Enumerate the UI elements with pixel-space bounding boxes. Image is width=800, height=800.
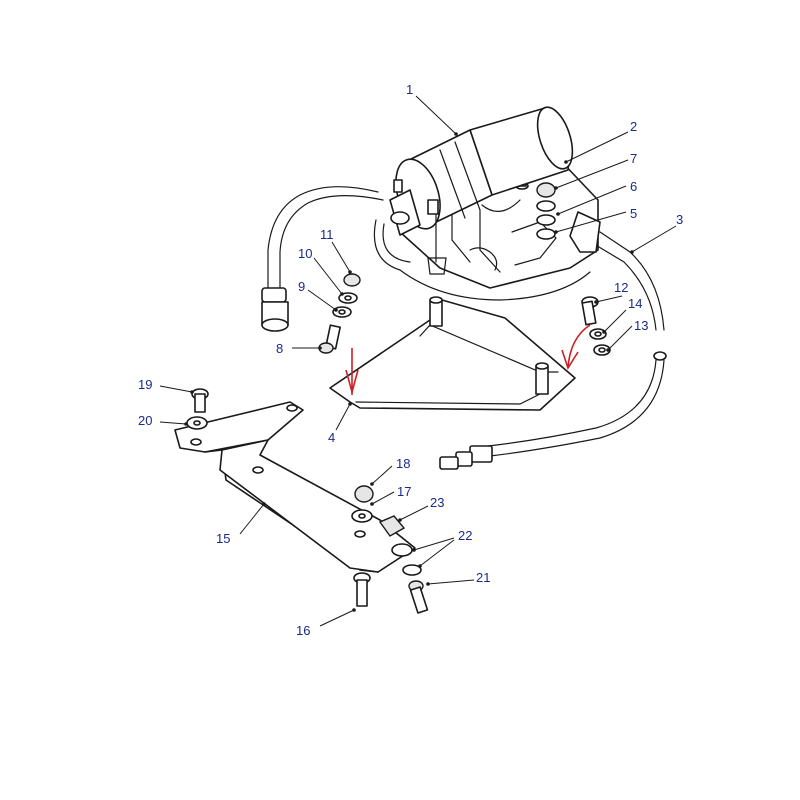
- callout-2: 2: [630, 119, 637, 134]
- callout-21: 21: [476, 570, 490, 585]
- harness-wiring: [261, 186, 591, 332]
- callout-18: 18: [396, 456, 410, 471]
- callout-3: 3: [676, 212, 683, 227]
- callout-7: 7: [630, 151, 637, 166]
- callout-11: 11: [320, 227, 334, 242]
- callout-1: 1: [406, 82, 413, 97]
- callout-12: 12: [614, 280, 628, 295]
- callout-22: 22: [458, 528, 472, 543]
- fasteners-lower-group: [186, 388, 429, 614]
- callout-16: 16: [296, 623, 310, 638]
- callout-4: 4: [328, 430, 335, 445]
- callout-23: 23: [430, 495, 444, 510]
- callout-14: 14: [628, 296, 642, 311]
- fasteners-left-group: [318, 273, 361, 354]
- callout-19: 19: [138, 377, 152, 392]
- callout-15: 15: [216, 531, 230, 546]
- bracket-plate: [329, 296, 576, 411]
- leader-lines: [159, 95, 677, 627]
- callout-10: 10: [298, 246, 312, 261]
- coil-terminal-stack: [536, 182, 556, 240]
- callout-20: 20: [138, 413, 152, 428]
- lower-support-bracket: [174, 401, 416, 573]
- callout-13: 13: [634, 318, 648, 333]
- ignition-coil: [389, 106, 574, 236]
- callout-labels: 1 2 3 4 5 6 7 8 9 10 11 12 13 14 15 16 1…: [138, 82, 683, 638]
- red-annotation-marks: [345, 324, 591, 396]
- callout-5: 5: [630, 206, 637, 221]
- callout-8: 8: [276, 341, 283, 356]
- callout-17: 17: [397, 484, 411, 499]
- callout-6: 6: [630, 179, 637, 194]
- fasteners-right-group: [581, 296, 611, 356]
- callout-9: 9: [298, 279, 305, 294]
